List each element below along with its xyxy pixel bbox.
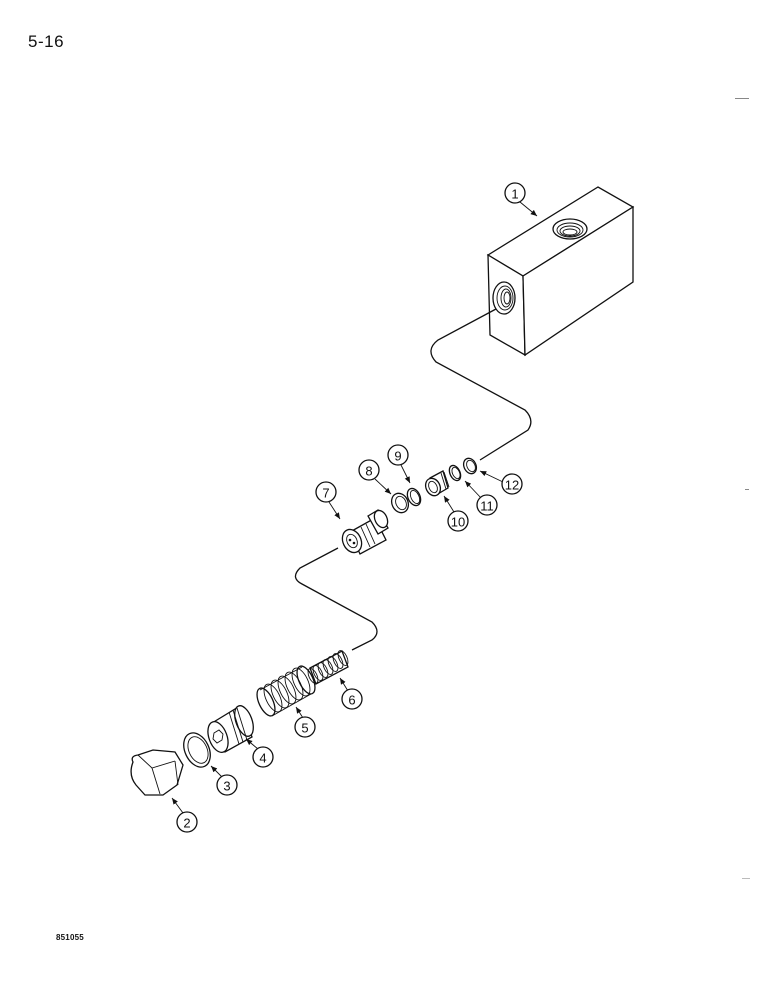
callout-label-5: 5 — [301, 721, 308, 736]
assembly-path-line-lower — [294, 547, 378, 651]
callout-label-2: 2 — [183, 816, 190, 831]
callout-1[interactable]: 1 — [504, 182, 538, 217]
o-ring-9 — [406, 487, 422, 507]
callout-label-6: 6 — [348, 693, 355, 708]
adjusting-plug-4 — [207, 705, 254, 753]
callout-label-8: 8 — [365, 464, 372, 479]
spool-7 — [341, 509, 389, 555]
callout-label-10: 10 — [451, 515, 465, 530]
callout-3[interactable]: 3 — [210, 765, 238, 796]
callout-label-9: 9 — [394, 449, 401, 464]
callout-label-7: 7 — [322, 486, 329, 501]
callout-2[interactable]: 2 — [171, 797, 198, 833]
callout-label-12: 12 — [505, 478, 519, 493]
callout-label-4: 4 — [259, 751, 266, 766]
callout-7[interactable]: 7 — [315, 481, 341, 520]
callout-4[interactable]: 4 — [245, 738, 274, 768]
assembly-path-line-upper — [430, 308, 532, 461]
large-spring-5 — [256, 665, 316, 717]
scan-mark — [742, 878, 750, 879]
callout-label-1: 1 — [511, 187, 518, 202]
seat-10 — [424, 470, 450, 497]
hex-cap-2 — [130, 749, 184, 796]
o-ring-11 — [448, 464, 462, 482]
callout-label-3: 3 — [223, 779, 230, 794]
callout-6[interactable]: 6 — [339, 677, 363, 710]
callout-10[interactable]: 10 — [443, 495, 469, 532]
figure-code: 851055 — [56, 933, 84, 942]
backup-ring-12 — [462, 457, 478, 475]
callout-8[interactable]: 8 — [358, 459, 392, 495]
callout-5[interactable]: 5 — [294, 706, 316, 738]
callout-11[interactable]: 11 — [464, 480, 498, 516]
backup-ring-8 — [390, 492, 410, 514]
small-spring-6 — [307, 650, 349, 685]
callout-label-11: 11 — [480, 499, 494, 514]
scan-mark — [735, 98, 749, 99]
valve-body — [486, 186, 635, 357]
page-number: 5-16 — [28, 32, 65, 51]
callout-9[interactable]: 9 — [387, 444, 411, 484]
callout-12[interactable]: 12 — [479, 470, 523, 495]
washer-3 — [183, 732, 211, 768]
scan-mark — [745, 489, 749, 490]
